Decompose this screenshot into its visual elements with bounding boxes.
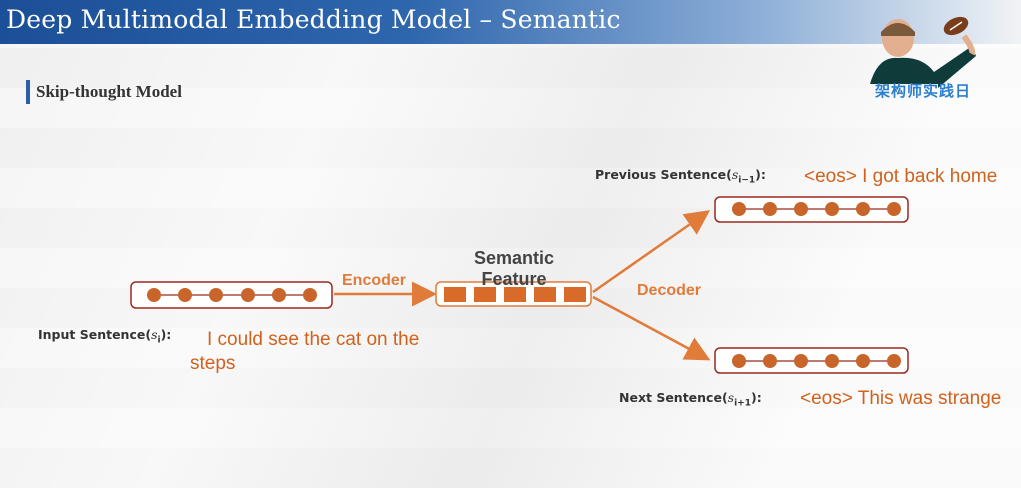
logo-text: 架构师实践日 xyxy=(874,82,971,100)
encoder-label: Encoder xyxy=(342,272,407,289)
previous-sequence-box xyxy=(714,196,909,223)
input-rnn-chain xyxy=(147,288,317,302)
semantic-feature-label: Semantic Feature xyxy=(473,248,555,289)
next-sentence-text: <eos> This was strange xyxy=(800,388,1002,409)
next-sentence-label: Next Sentence(si+1): xyxy=(619,390,762,409)
section-heading: Skip-thought Model xyxy=(26,80,182,104)
decoder-label: Decoder xyxy=(637,282,702,299)
person-throwing-football-icon xyxy=(870,16,976,88)
input-sequence-box xyxy=(130,281,333,309)
semantic-feature-box xyxy=(435,281,592,307)
slide-title: Deep Multimodal Embedding Model – Semant… xyxy=(6,5,621,34)
previous-sentence-text: <eos> I got back home xyxy=(804,166,998,187)
previous-sentence-label: Previous Sentence(si−1): xyxy=(595,167,766,186)
decoder-arrow-next xyxy=(592,295,711,361)
decoder-arrow-previous xyxy=(592,210,711,294)
title-bar: Deep Multimodal Embedding Model – Semant… xyxy=(0,0,1021,44)
input-sentence-text: I could see the cat on the steps xyxy=(190,329,420,374)
input-sentence-label: Input Sentence(si): xyxy=(38,327,172,346)
next-sequence-box xyxy=(714,347,909,374)
